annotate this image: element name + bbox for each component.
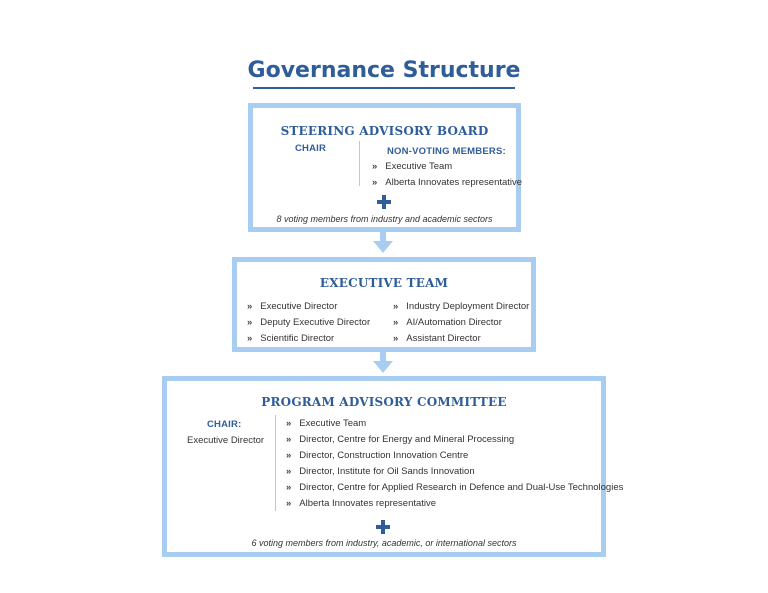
steering-voting-note: 8 voting members from industry and acade… [276,214,493,224]
bullet-chevron: » [372,161,378,172]
bullet-chevron: » [286,466,292,477]
program-member-item: » Director, Centre for Energy and Mineral… [286,434,514,445]
steering-divider [359,141,360,186]
bullet-chevron: » [393,317,399,328]
plus-icon [376,520,390,534]
steering-chair-label: CHAIR [295,143,327,154]
executive-team-box: EXECUTIVE TEAM » Executive Director » Depu… [232,257,536,352]
non-voting-item-label: Executive Team [385,161,453,172]
executive-left-label: Deputy Executive Director [260,317,371,328]
program-member-item: » Executive Team [286,418,366,429]
program-member-item: » Director, Institute for Oil Sands Innov… [286,466,475,477]
executive-right-item: » Industry Deployment Director [393,301,529,312]
bullet-chevron: » [393,333,399,344]
program-member-item: » Alberta Innovates representative [286,498,436,509]
program-divider [275,415,276,511]
program-chair-value: Executive Director [187,435,265,446]
program-committee-title: PROGRAM ADVISORY COMMITTEE [261,395,507,409]
executive-right-label: Industry Deployment Director [406,301,530,312]
executive-left-label: Executive Director [260,301,338,312]
non-voting-item: » Executive Team [372,161,452,172]
executive-right-label: AI/Automation Director [406,317,502,328]
executive-right-label: Assistant Director [406,333,481,344]
bullet-chevron: » [247,333,253,344]
program-member-label: Executive Team [299,418,367,429]
bullet-chevron: » [286,418,292,429]
steering-board-title: STEERING ADVISORY BOARD [280,124,489,138]
bullet-chevron: » [286,498,292,509]
title-underline [253,87,515,89]
non-voting-item-label: Alberta Innovates representative [385,177,523,188]
down-arrow-icon [373,352,393,373]
bullet-chevron: » [393,301,399,312]
program-member-item: » Director, Construction Innovation Centr… [286,450,468,461]
non-voting-item: » Alberta Innovates representative [372,177,522,188]
executive-left-label: Scientific Director [260,333,335,344]
program-advisory-committee-box: PROGRAM ADVISORY COMMITTEE CHAIR: Execut… [162,376,623,557]
down-arrow-icon [373,232,393,253]
program-member-item: » Director, Centre for Applied Research i… [286,482,623,493]
program-member-label: Director, Construction Innovation Centre [299,450,469,461]
executive-left-item: » Executive Director [247,301,337,312]
bullet-chevron: » [286,482,292,493]
program-chair-label: CHAIR: [207,419,242,430]
bullet-chevron: » [286,434,292,445]
executive-left-item: » Deputy Executive Director [247,317,370,328]
program-voting-note: 6 voting members from industry, academic… [251,538,517,548]
program-member-label: Director, Institute for Oil Sands Innova… [299,466,475,477]
bullet-chevron: » [247,301,253,312]
executive-right-item: » AI/Automation Director [393,317,502,328]
program-member-label: Alberta Innovates representative [299,498,437,509]
plus-icon [377,195,391,209]
non-voting-label: NON-VOTING MEMBERS: [387,146,506,157]
executive-left-item: » Scientific Director [247,333,334,344]
bullet-chevron: » [372,177,378,188]
bullet-chevron: » [286,450,292,461]
steering-advisory-board-box: STEERING ADVISORY BOARD CHAIR NON-VOTING… [248,103,522,232]
page-title: Governance Structure [247,58,521,83]
program-member-label: Director, Centre for Energy and Mineral … [299,434,515,445]
program-member-label: Director, Centre for Applied Research in… [299,482,624,493]
executive-team-title: EXECUTIVE TEAM [319,276,449,290]
executive-right-item: » Assistant Director [393,333,481,344]
bullet-chevron: » [247,317,253,328]
